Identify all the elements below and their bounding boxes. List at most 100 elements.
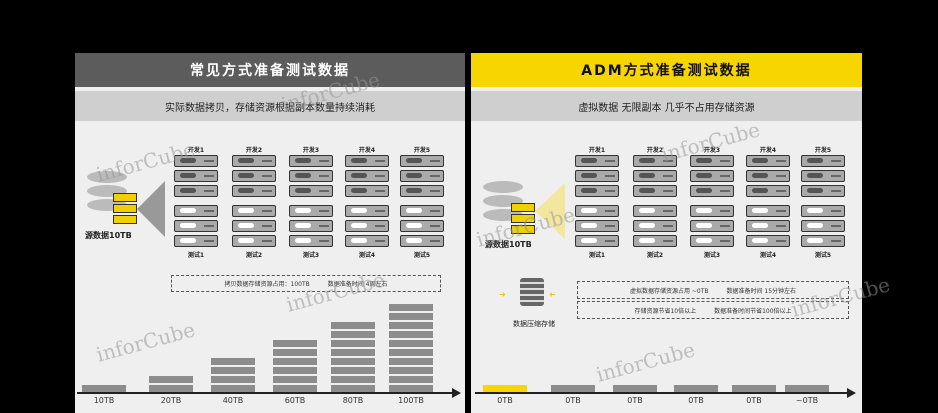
- dev-server-icon: [633, 170, 677, 182]
- test-server-icon: [575, 220, 619, 232]
- dev-label: 开发2: [245, 147, 263, 154]
- dev-server-icon: [575, 185, 619, 197]
- bar-label: 100TB: [398, 396, 424, 405]
- summary-box-1: 虚拟数据存储资源占用 ~0TB 数据准备时间 15分钟左右: [577, 281, 849, 299]
- bar-label: 80TB: [342, 396, 364, 405]
- panel-subtitle: 虚拟数据 无限副本 几乎不占用存储资源: [471, 91, 862, 121]
- storage-bar: [674, 383, 718, 392]
- compressed-storage-icon: [520, 278, 544, 306]
- storage-bar: [82, 383, 126, 392]
- dev-server-icon: [801, 155, 845, 167]
- bar-label: 40TB: [222, 396, 244, 405]
- dev-server-icon: [400, 155, 444, 167]
- arrow-left-icon: ➜: [549, 290, 556, 299]
- dev-label: 开发3: [302, 147, 320, 154]
- test-server-icon: [400, 235, 444, 247]
- storage-bar: [273, 338, 317, 392]
- test-server-icon: [232, 220, 276, 232]
- panel-subtitle: 实际数据拷贝，存储资源根据副本数量持续消耗: [75, 91, 465, 121]
- dev-label: 开发5: [814, 147, 832, 154]
- dev-server-icon: [801, 185, 845, 197]
- source-label: 源数据10TB: [485, 240, 532, 249]
- arrow-right-icon: ➜: [499, 290, 506, 299]
- bar-label: ~0TB: [795, 396, 819, 405]
- dev-server-icon: [575, 155, 619, 167]
- dev-label: 开发3: [703, 147, 721, 154]
- x-axis: [77, 392, 452, 394]
- test-server-icon: [690, 220, 734, 232]
- test-server-icon: [801, 205, 845, 217]
- test-label: 测试1: [187, 252, 205, 259]
- environment-column: 开发2 测试2: [232, 145, 276, 260]
- dev-server-icon: [345, 185, 389, 197]
- dev-server-icon: [289, 155, 333, 167]
- test-server-icon: [289, 205, 333, 217]
- test-label: 测试4: [358, 252, 376, 259]
- test-server-icon: [575, 205, 619, 217]
- storage-bar: [149, 374, 193, 392]
- dev-server-icon: [232, 155, 276, 167]
- test-server-icon: [345, 220, 389, 232]
- dev-server-icon: [633, 185, 677, 197]
- note: 数据准备时间节省100倍以上: [714, 307, 792, 315]
- note: 虚拟数据存储资源占用 ~0TB: [629, 287, 709, 295]
- bar-label: 60TB: [284, 396, 306, 405]
- test-label: 测试2: [245, 252, 263, 259]
- dev-label: 开发1: [187, 147, 205, 154]
- bar-label: 20TB: [160, 396, 182, 405]
- environment-column: 开发4 测试4: [746, 145, 790, 260]
- test-label: 测试5: [413, 252, 431, 259]
- virtual-beam: [535, 183, 565, 239]
- dev-server-icon: [575, 170, 619, 182]
- adm-panel: ADM方式准备测试数据 虚拟数据 无限副本 几乎不占用存储资源 源数据10TB …: [471, 53, 862, 413]
- axis-arrow-icon: [847, 388, 856, 398]
- note: 数据准备时间 15分钟左右: [726, 287, 797, 295]
- test-server-icon: [400, 220, 444, 232]
- environment-column: 开发1 测试1: [174, 145, 218, 260]
- dev-server-icon: [174, 185, 218, 197]
- test-server-icon: [232, 205, 276, 217]
- dev-server-icon: [400, 185, 444, 197]
- test-label: 测试5: [814, 252, 832, 259]
- dev-server-icon: [746, 170, 790, 182]
- dev-server-icon: [690, 185, 734, 197]
- bar-label: 0TB: [497, 396, 513, 405]
- note: 拷贝数据存储资源占用：100TB: [224, 281, 310, 288]
- test-server-icon: [400, 205, 444, 217]
- storage-bar: [613, 383, 657, 392]
- dev-server-icon: [232, 170, 276, 182]
- storage-bar: [211, 356, 255, 392]
- dev-label: 开发2: [646, 147, 664, 154]
- test-server-icon: [232, 235, 276, 247]
- dev-server-icon: [746, 155, 790, 167]
- environment-column: 开发3 测试3: [289, 145, 333, 260]
- dev-server-icon: [400, 170, 444, 182]
- dev-server-icon: [232, 185, 276, 197]
- test-server-icon: [801, 220, 845, 232]
- test-server-icon: [633, 235, 677, 247]
- copy-beam: [137, 181, 165, 237]
- summary-box-2: 存储资源节省10倍以上数据准备时间节省100倍以上: [577, 301, 849, 319]
- test-label: 测试3: [703, 252, 721, 259]
- storage-bar: [331, 320, 375, 392]
- bar-label: 0TB: [627, 396, 643, 405]
- bar-label: 10TB: [93, 396, 115, 405]
- dev-server-icon: [801, 170, 845, 182]
- test-label: 测试4: [759, 252, 777, 259]
- storage-bar: [483, 383, 527, 392]
- test-server-icon: [174, 220, 218, 232]
- test-label: 测试3: [302, 252, 320, 259]
- test-server-icon: [345, 205, 389, 217]
- dev-label: 开发4: [759, 147, 777, 154]
- dev-server-icon: [174, 155, 218, 167]
- bar-label: 0TB: [688, 396, 704, 405]
- environment-column: 开发5 测试5: [801, 145, 845, 260]
- storage-bar: [785, 383, 829, 392]
- dev-server-icon: [690, 170, 734, 182]
- x-axis: [475, 392, 847, 394]
- bar-label: 0TB: [565, 396, 581, 405]
- dev-server-icon: [174, 170, 218, 182]
